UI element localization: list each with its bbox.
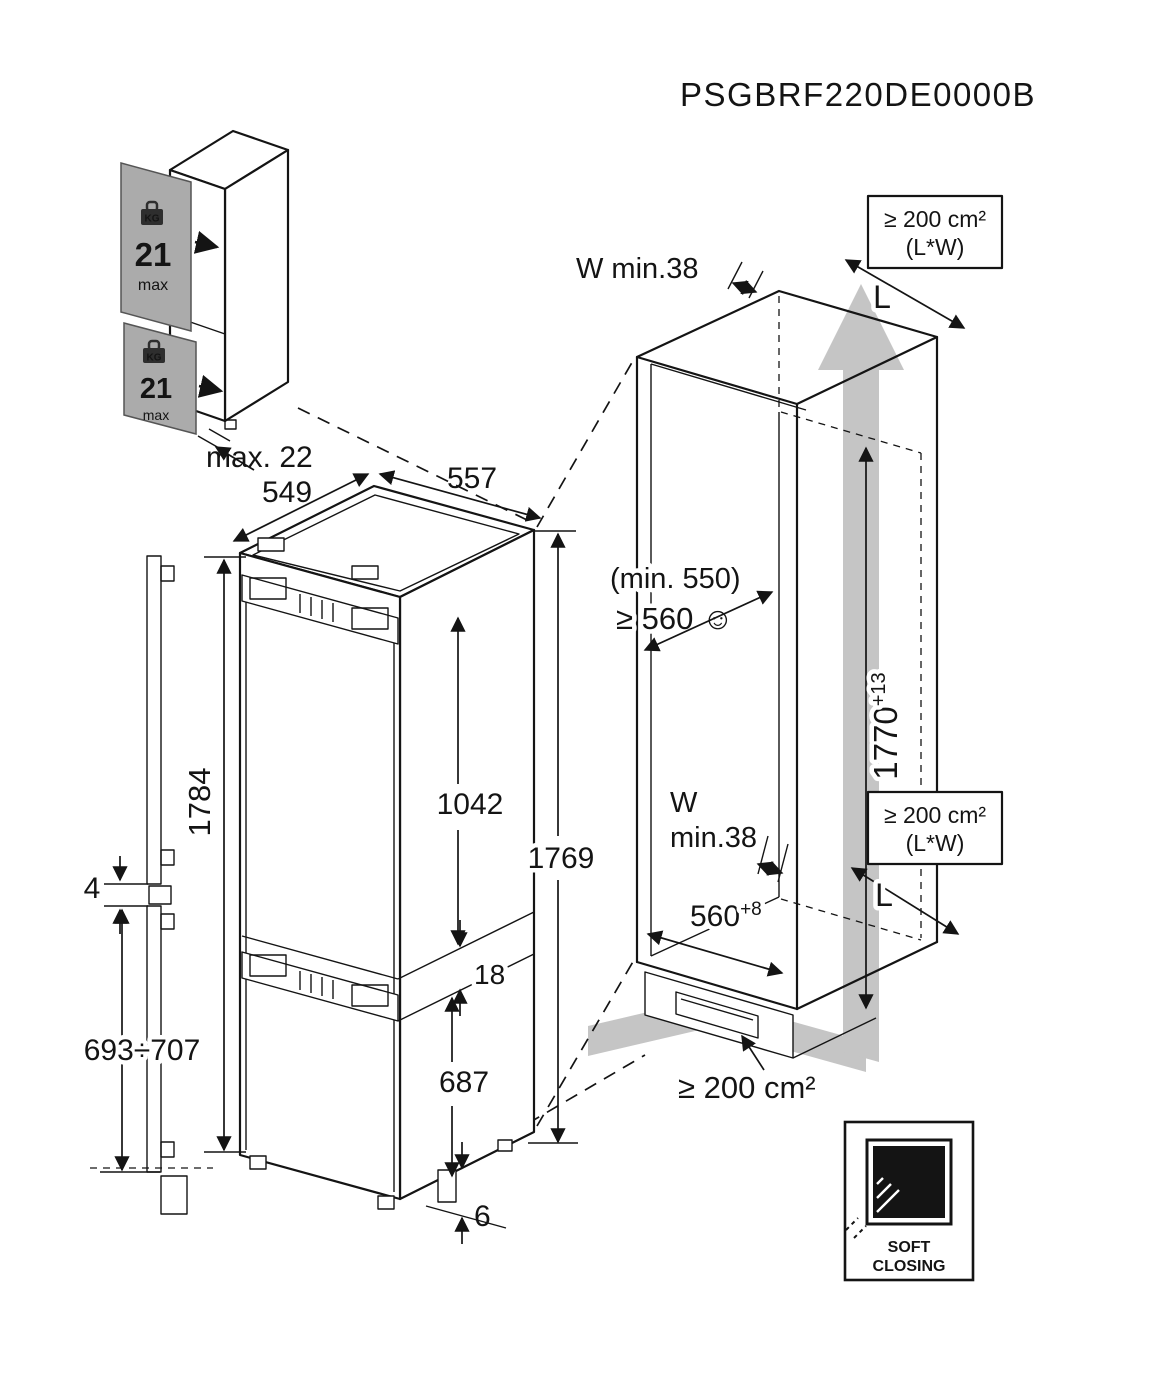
soft-closing-line2: CLOSING <box>873 1258 946 1275</box>
vent-area-box-top <box>866 194 1004 270</box>
dim-niche-height: 1770+13 <box>867 672 904 779</box>
dim-wall-mid-min: min.38 <box>670 822 757 854</box>
lower-panel-max-weight: 21 <box>140 373 172 405</box>
base-width-tolerance: +8 <box>740 899 762 920</box>
niche-height-tolerance: +13 <box>868 672 890 706</box>
dim-wall-mid-w: W <box>670 787 698 819</box>
niche-width-note: (min. 550) <box>610 563 741 595</box>
panel-bottom-bracket <box>160 1175 188 1215</box>
upper-panel-max-weight: 21 <box>135 236 172 273</box>
panel-mount-arrow-upper <box>193 230 220 254</box>
dim-width-top: 549 <box>262 476 312 509</box>
dim-panel-range: 693÷707 <box>84 1034 201 1067</box>
hinge-bracket-top-left <box>257 537 285 552</box>
dim-depth-top: 557 <box>447 462 497 495</box>
dim-panel-gap: 4 <box>84 872 101 905</box>
dim-base-width: 560+8 <box>690 899 762 933</box>
vent-top-formula-label: (L*W) <box>906 234 965 260</box>
base-width-value: 560 <box>690 900 740 933</box>
appliance-drawing: 549 557 1784 1769 1042 18 687 6 <box>182 462 599 1244</box>
upper-door-rail <box>241 574 399 645</box>
kg-icon-label-upper: KG <box>145 214 160 225</box>
soft-closing-icon <box>845 1138 953 1239</box>
panel-gap-bracket <box>148 885 172 905</box>
airflow-head <box>818 284 904 370</box>
decor-panel-drawing: 4 693÷707 <box>79 555 213 1215</box>
weight-limit-icon-lower: KG <box>143 339 165 364</box>
dim-door-gap: 18 <box>474 959 505 990</box>
dim-upper-door: 1042 <box>437 788 504 821</box>
upper-door-panel <box>120 162 192 332</box>
dim-height-right: 1769 <box>528 842 595 875</box>
dim-height-total: 1784 <box>182 768 217 837</box>
dim-length-top: L <box>873 279 891 315</box>
dim-lower-door: 687 <box>439 1066 489 1099</box>
kg-icon-label-lower: KG <box>147 353 162 364</box>
lower-panel-max-unit: max <box>143 407 169 423</box>
decor-panel-upper-edge <box>146 555 162 885</box>
panel-thickness-label: max. 22 <box>206 441 313 474</box>
soft-closing-badge: SOFT CLOSING <box>843 1120 975 1282</box>
panel-mount-arrow-lower <box>197 374 224 398</box>
vent-mid-formula-label: (L*W) <box>906 830 965 856</box>
vent-area-box-mid <box>866 790 1004 866</box>
upper-panel-max-unit: max <box>138 277 168 294</box>
vent-mid-area-label: ≥ 200 cm² <box>884 802 986 828</box>
vent-bottom-label: ≥ 200 cm² <box>678 1070 816 1105</box>
dim-bottom-clearance: 6 <box>474 1200 491 1233</box>
adjustable-foot <box>437 1169 457 1203</box>
fridge-front-face <box>238 551 402 1201</box>
weight-limit-icon-upper: KG <box>141 200 163 225</box>
niche-drawing: ≥ 200 cm² (L*W) L W min.38 (min. 550) ≥ … <box>576 194 1004 1105</box>
niche-height-value: 1770 <box>867 706 904 779</box>
vent-top-area-label: ≥ 200 cm² <box>884 206 986 232</box>
lower-door-rail <box>241 951 399 1022</box>
panel-weight-kit: KG 21 max KG 21 max max. 22 <box>120 129 313 474</box>
hinge-bracket-top-right <box>351 565 379 580</box>
lower-door-panel <box>123 322 197 435</box>
airflow-arrow <box>588 284 904 1072</box>
model-number: PSGBRF220DE0000B <box>680 76 1036 113</box>
dim-length-mid: L <box>875 877 893 913</box>
mini-fridge-right-face <box>223 148 290 423</box>
dim-wall-top: W min.38 <box>576 253 698 285</box>
soft-closing-line1: SOFT <box>888 1239 931 1256</box>
